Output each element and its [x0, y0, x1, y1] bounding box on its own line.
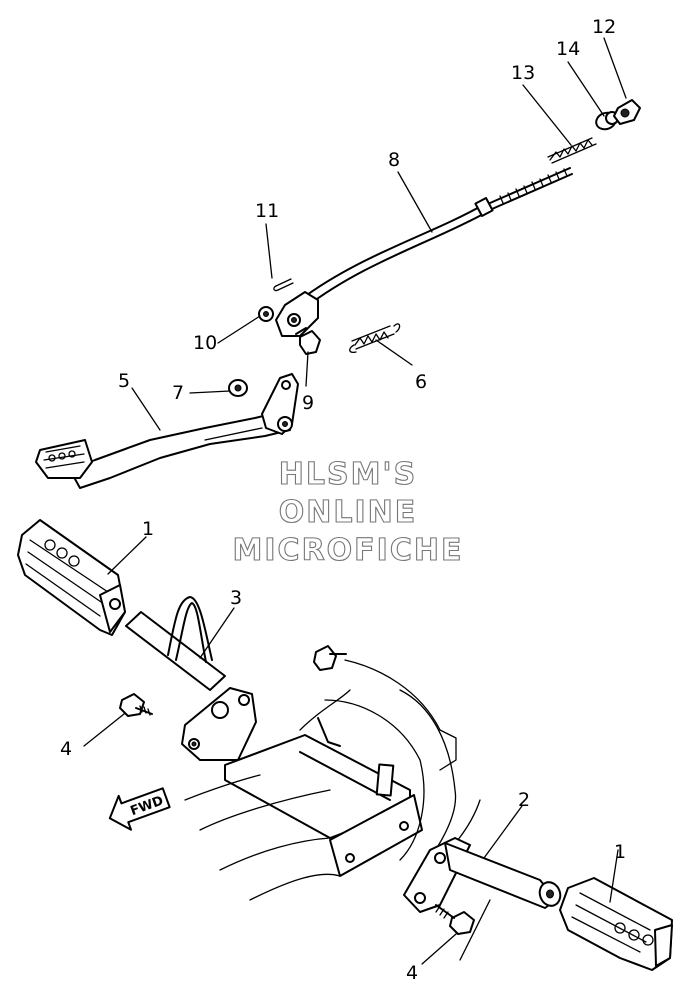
- footrest-bracket: [181, 687, 257, 761]
- engine-outline: [184, 659, 491, 961]
- mounting-bolt-top: [313, 645, 347, 671]
- watermark: HLSM'S ONLINE MICROFICHE: [232, 456, 464, 568]
- footrest-shaft: [125, 596, 226, 691]
- callout-11: 11: [255, 200, 279, 222]
- fwd-direction-arrow: FWD: [108, 787, 171, 831]
- callout-1-right: 1: [614, 841, 626, 863]
- brake-arm-bracket: [275, 291, 319, 337]
- cotter-pin: [273, 278, 294, 292]
- callout-4-left: 4: [60, 738, 72, 760]
- adjusting-nut: [613, 99, 641, 125]
- callout-13: 13: [511, 62, 535, 84]
- pin-9: [295, 327, 321, 355]
- callout-2: 2: [518, 789, 530, 811]
- callout-10: 10: [193, 332, 217, 354]
- callout-14: 14: [556, 38, 580, 60]
- washer-7: [228, 379, 248, 397]
- callout-9: 9: [302, 392, 314, 414]
- watermark-line-2: ONLINE: [279, 495, 418, 530]
- leader-lines: [83, 37, 627, 965]
- callout-12: 12: [592, 16, 616, 38]
- callout-7: 7: [172, 382, 184, 404]
- bolt-4-right: [435, 904, 475, 935]
- frame-crossmember: [224, 717, 423, 877]
- brake-pedal: [35, 373, 299, 489]
- brake-cable: [299, 167, 573, 308]
- return-spring: [349, 323, 401, 354]
- watermark-line-1: HLSM'S: [279, 457, 417, 492]
- callout-4-right: 4: [406, 962, 418, 984]
- bolt-4-left: [119, 693, 153, 717]
- callout-3: 3: [230, 587, 242, 609]
- right-footrest-rubber: [559, 877, 673, 971]
- callout-8: 8: [388, 149, 400, 171]
- callout-5: 5: [118, 370, 130, 392]
- right-footrest-bracket: [403, 837, 562, 913]
- callout-numbers: 12 14 13 8 11 10 6 9 7 5 1 3 4 2 1 4: [60, 16, 626, 984]
- watermark-line-3: MICROFICHE: [233, 533, 464, 568]
- callout-1-left: 1: [142, 518, 154, 540]
- washer-10: [258, 306, 274, 322]
- adjuster-spring: [547, 137, 597, 164]
- left-footrest-rubber: [17, 519, 126, 636]
- callout-6: 6: [415, 371, 427, 393]
